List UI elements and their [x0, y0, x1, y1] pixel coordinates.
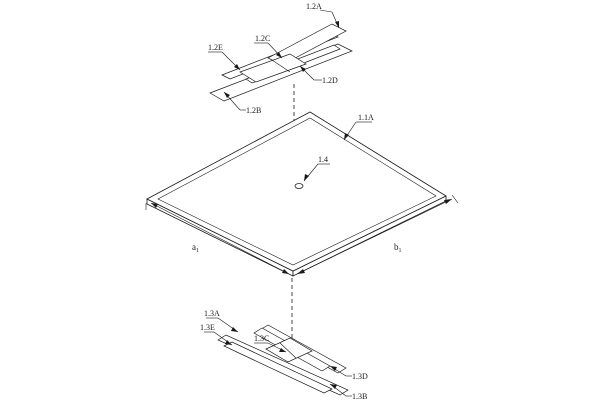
- dimension-a1: [145, 202, 290, 275]
- strip-1-3c-diagonal: [279, 342, 297, 359]
- hole-1-4: [294, 183, 304, 189]
- arrow-1-2c: [276, 52, 282, 58]
- lower-strip-assembly: [217, 324, 349, 396]
- dimension-label-b1: b1: [394, 242, 402, 254]
- dim-b1-arrow-right: [444, 199, 452, 204]
- plate-top-face: [146, 111, 447, 272]
- arrow-1-2b: [224, 92, 230, 98]
- arrow-1-2e: [234, 64, 240, 70]
- label-1-2c: 1.2C: [255, 34, 270, 43]
- label-1-2a: 1.2A: [306, 2, 322, 11]
- leader-1-2a-h: [319, 9, 333, 13]
- arrow-1-3c: [279, 348, 286, 352]
- strip-1-2c: [239, 53, 307, 83]
- leader-lines: [204, 9, 372, 397]
- arrow-1-3b: [330, 384, 337, 389]
- plate-inner-rim: [157, 117, 437, 266]
- dimension-b1: [296, 194, 459, 275]
- upper-strip-assembly: [209, 23, 353, 102]
- dim-a1-line: [150, 202, 290, 275]
- label-1-3a: 1.3A: [204, 309, 220, 318]
- label-1-3c: 1.3C: [254, 334, 269, 343]
- label-1-2e: 1.2E: [208, 43, 223, 52]
- arrow-1-3e: [225, 340, 232, 345]
- dim-b1-arrow-left: [297, 269, 305, 274]
- main-plate: [146, 111, 447, 277]
- arrow-1-2a: [335, 21, 339, 28]
- arrow-1-4: [304, 174, 309, 181]
- arrow-1-3d: [330, 366, 337, 371]
- strip-1-2c-diagonal: [271, 59, 291, 73]
- arrow-1-2d: [300, 66, 306, 72]
- dim-a1-arrow-left: [151, 203, 158, 208]
- dimension-label-a1: a1: [192, 242, 199, 254]
- dim-a1-arrow-right: [282, 269, 289, 274]
- label-1-4: 1.4: [318, 155, 328, 164]
- label-1-2d: 1.2D: [322, 76, 338, 85]
- arrow-1-1a: [344, 133, 349, 140]
- label-1-3d: 1.3D: [352, 372, 368, 381]
- arrow-1-3a: [231, 327, 238, 332]
- label-1-1a: 1.1A: [358, 113, 374, 122]
- label-1-3b: 1.3B: [352, 392, 367, 400]
- dim-b1-tick-right: [451, 194, 459, 204]
- label-1-2b: 1.2B: [246, 106, 261, 115]
- labels: 1.2A 1.2C 1.2E 1.2D 1.2B 1.1A 1.4 1.3A 1…: [192, 2, 402, 400]
- dim-b1-line: [296, 198, 453, 275]
- strip-1-3c: [265, 337, 313, 363]
- label-1-3e: 1.3E: [200, 323, 215, 332]
